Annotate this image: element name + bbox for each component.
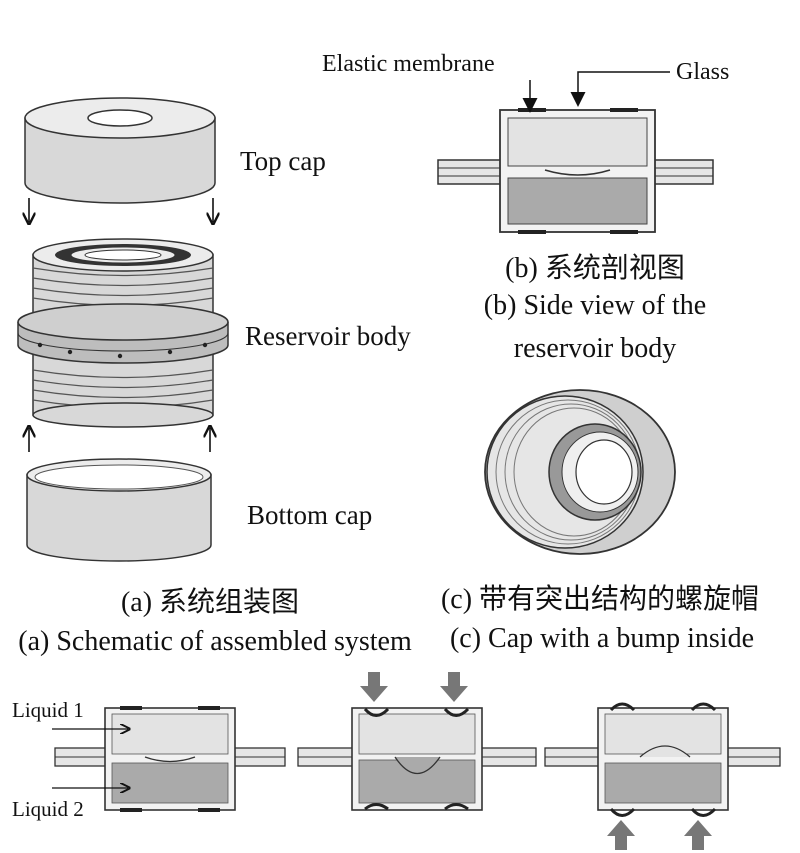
bottom-cap-label: Bottom cap	[247, 500, 373, 530]
glass-label: Glass	[676, 59, 730, 85]
down-arrows	[29, 198, 213, 222]
elastic-membrane-label: Elastic membrane	[322, 51, 495, 77]
up-arrows	[29, 428, 210, 452]
panel-b-caption-en-line2: reservoir body	[513, 333, 677, 364]
liquid-1-label: Liquid 1	[12, 698, 84, 722]
top-cap-label: Top cap	[240, 146, 326, 176]
bottom-cap-drawing	[26, 458, 212, 562]
push-up-arrows	[607, 820, 712, 850]
panel-b-caption-cn: (b) 系统剖视图	[505, 253, 685, 284]
reservoir-body-drawing	[17, 238, 229, 428]
panel-c-caption-cn: (c) 带有突出结构的螺旋帽	[440, 584, 760, 615]
device-state-1	[52, 706, 286, 812]
panel-a-caption-cn: (a) 系统组装图	[120, 587, 300, 618]
device-state-3	[544, 702, 781, 850]
top-cap-drawing	[24, 97, 216, 204]
panel-b-side-view	[437, 71, 714, 234]
liquid-2-label: Liquid 2	[12, 797, 84, 821]
panel-b-caption-en-line1: (b) Side view of the	[483, 290, 707, 321]
panel-a-assembly	[17, 97, 229, 562]
reservoir-body-label: Reservoir body	[245, 321, 411, 351]
panel-c-cap	[484, 389, 676, 555]
press-arrows	[360, 672, 468, 702]
panel-a-caption-en: (a) Schematic of assembled system	[18, 626, 412, 657]
device-state-2	[297, 672, 537, 811]
panel-c-caption-en: (c) Cap with a bump inside	[449, 623, 755, 654]
